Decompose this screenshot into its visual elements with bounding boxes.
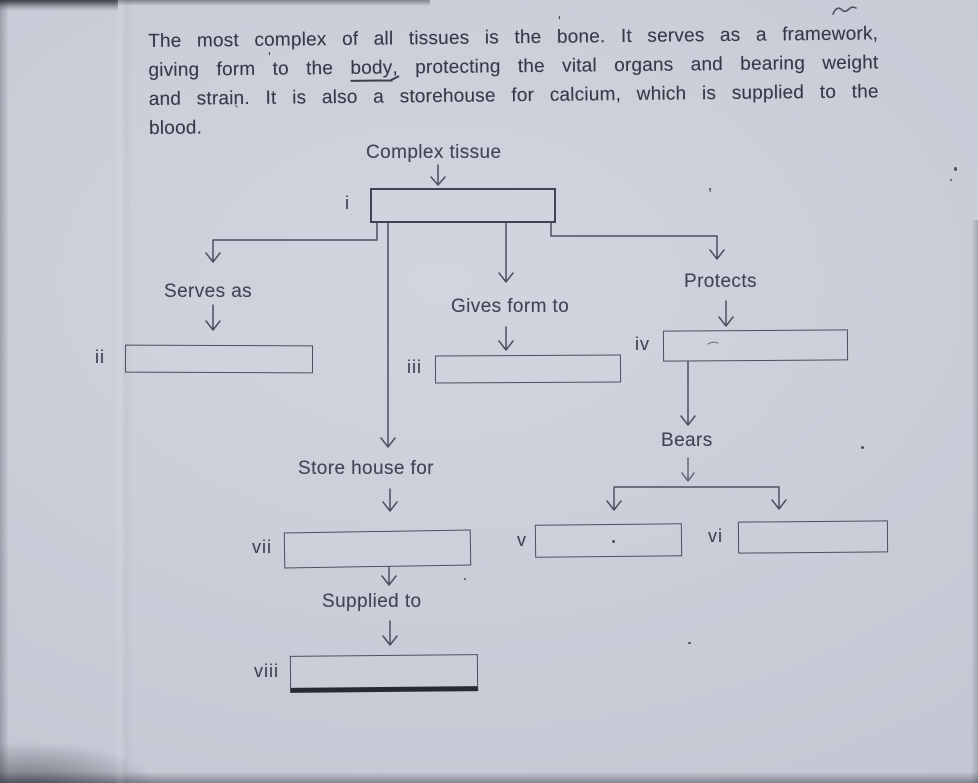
label-serves-as: Serves as	[164, 281, 253, 302]
intro-paragraph: The most complex of all tissues is the b…	[148, 19, 879, 143]
scan-edge-bottom	[0, 772, 978, 783]
arrow-serves-as-down	[205, 304, 221, 331]
blank-vi-numeral: vi	[708, 526, 723, 546]
blank-v-box[interactable]	[534, 523, 683, 558]
label-protects: Protects	[684, 271, 757, 292]
arrow-supplied-down	[382, 620, 398, 646]
blank-viii-box[interactable]	[289, 654, 479, 693]
scan-edge-top	[0, 0, 430, 6]
blank-ii-box[interactable]	[124, 344, 314, 374]
apostrophe-mark: ’	[708, 185, 712, 205]
blank-iii-box[interactable]	[434, 354, 622, 384]
connector-bears-splitter	[606, 486, 787, 511]
label-store-house-for: Store house for	[298, 458, 434, 479]
scan-edge-left	[0, 0, 9, 783]
label-complex-tissue: Complex tissue	[366, 142, 502, 163]
blank-viii-numeral: viii	[254, 661, 279, 681]
arrow-protects-down	[718, 300, 734, 327]
accent-mark-bone: '	[558, 13, 561, 30]
blank-iv-box[interactable]	[662, 329, 849, 362]
paper-crease	[114, 0, 132, 783]
pen-squiggle	[832, 6, 857, 15]
blank-ii-numeral: ii	[95, 347, 105, 367]
scan-edge-top-left	[0, 0, 118, 11]
connector-left-branch	[205, 222, 378, 263]
tick-after-blood: `	[234, 103, 239, 120]
speck-dot	[464, 578, 466, 580]
paragraph-line-2-before: giving form to the	[148, 57, 351, 81]
connector-right-branch	[550, 222, 725, 260]
connector-iv-to-bears	[680, 361, 696, 426]
arrow-store-house-down	[382, 488, 398, 512]
scan-edge-right	[971, 220, 978, 783]
speck-dot	[612, 540, 615, 543]
arrow-root-down	[430, 164, 446, 186]
blank-iii-numeral: iii	[407, 357, 422, 377]
label-supplied-to: Supplied to	[322, 591, 422, 612]
underlined-word-body: body	[350, 57, 393, 82]
blank-vii-numeral: vii	[252, 537, 272, 557]
speck-dot	[861, 446, 864, 449]
blank-vi-box[interactable]	[737, 520, 889, 554]
paragraph-line-2-after: , protecting the vital organs and bearin…	[392, 52, 879, 79]
speck-dot	[954, 167, 957, 171]
blank-i-box[interactable]	[370, 188, 556, 223]
arrow-gives-form-down	[498, 326, 514, 351]
blank-iv-numeral: iv	[635, 334, 650, 354]
blank-v-numeral: v	[517, 530, 527, 550]
blank-i-numeral: i	[345, 193, 350, 213]
arrow-bears-down	[681, 457, 695, 482]
accent-mark-body: '	[268, 49, 271, 66]
label-bears: Bears	[661, 430, 713, 451]
label-gives-form-to: Gives form to	[451, 296, 570, 317]
scan-shadow-bottom-left	[0, 741, 160, 783]
arrow-vii-down	[381, 566, 397, 586]
blank-vii-box[interactable]	[283, 529, 472, 569]
speck-dot	[688, 642, 691, 644]
speck-dot	[950, 179, 952, 181]
connector-mid-branch	[498, 222, 514, 283]
connector-storehouse-long	[380, 222, 396, 448]
